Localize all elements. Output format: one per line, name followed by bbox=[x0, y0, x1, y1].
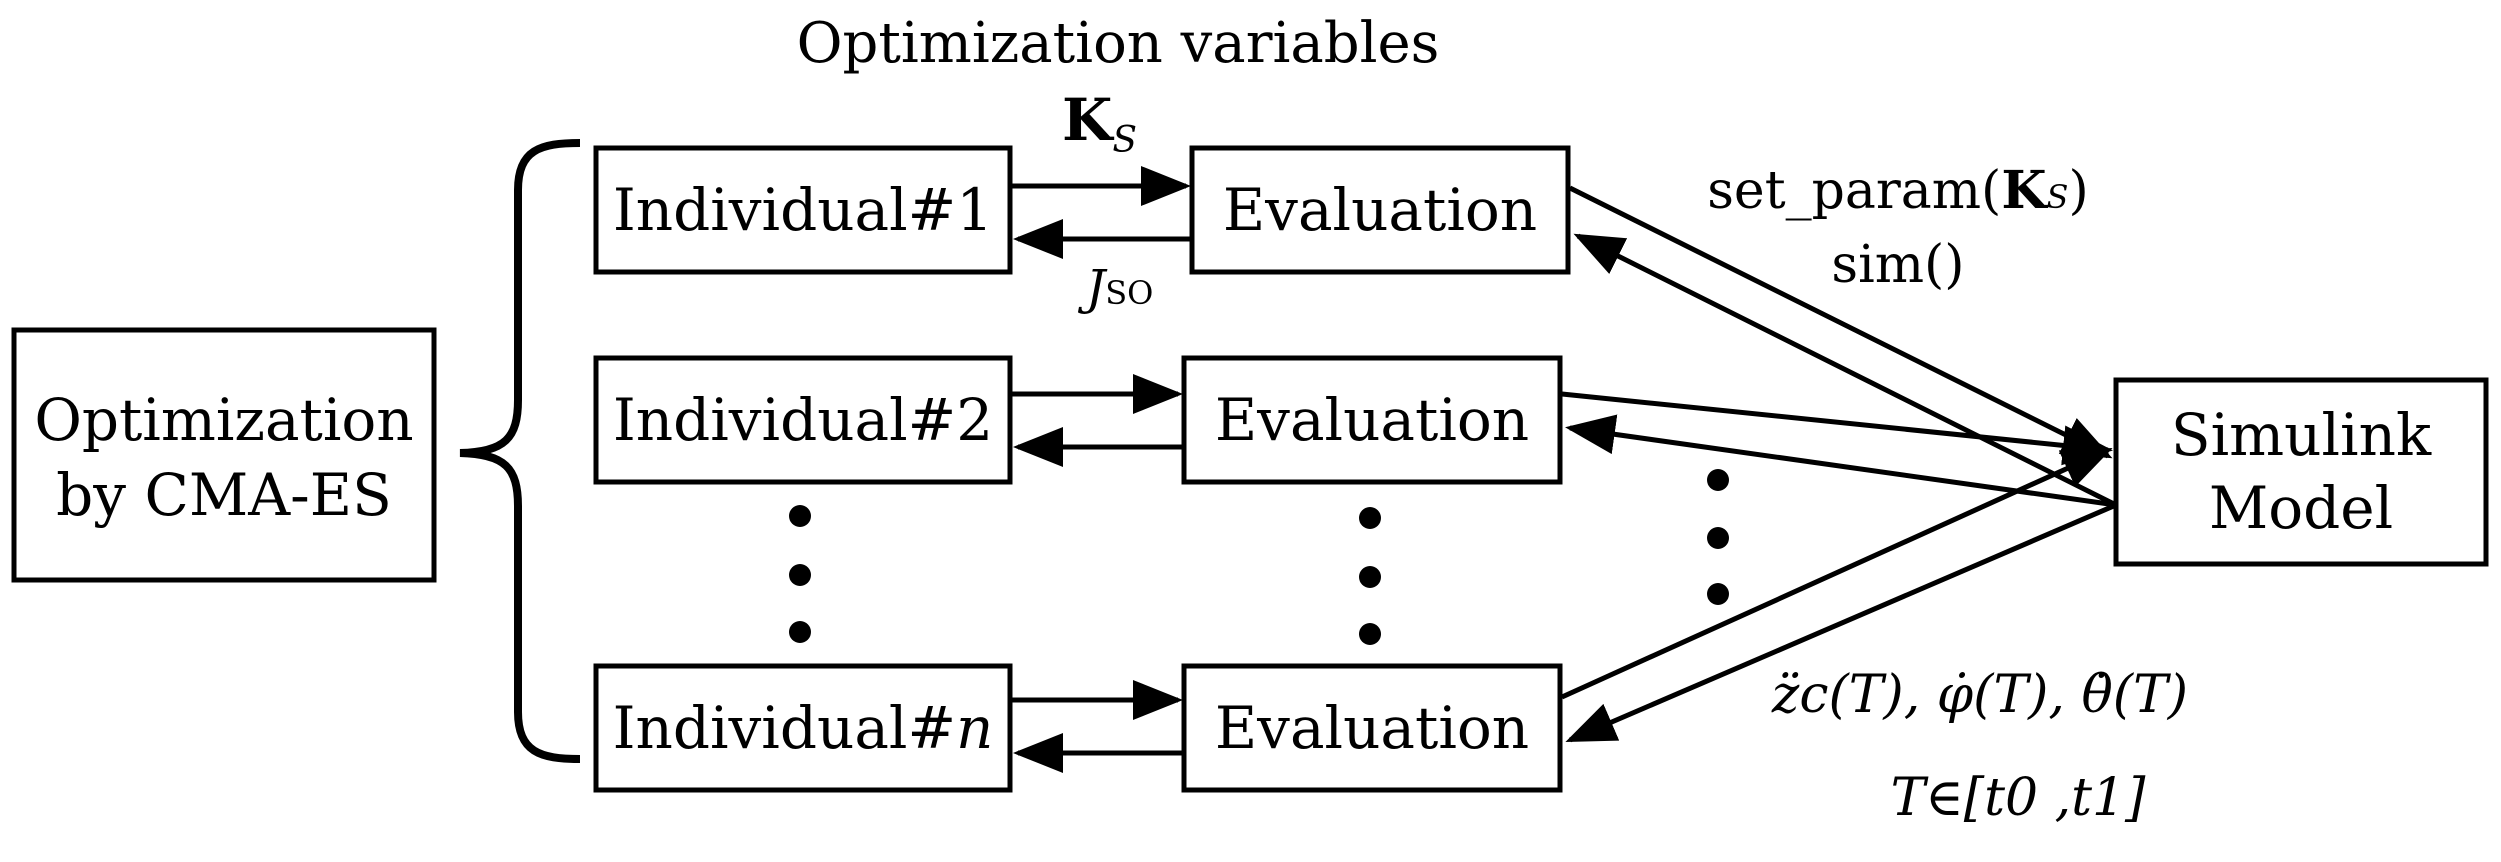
ellipsis-dot bbox=[789, 621, 811, 643]
ellipsis-dot bbox=[1359, 566, 1381, 588]
simulink-model-line1: Simulink bbox=[2171, 401, 2432, 469]
arrow-model-to-evaluation-2 bbox=[1565, 414, 2117, 508]
individual-1-label: Individual#1 bbox=[613, 176, 993, 244]
ellipsis-dot bbox=[1359, 507, 1381, 529]
evaluation-1-node: Evaluation bbox=[1189, 145, 1571, 275]
simulink-model-line2: Model bbox=[2209, 474, 2393, 542]
individual-n-label: Individual# bbox=[613, 694, 956, 762]
arrow-evaluation-1-to-model bbox=[1568, 185, 2113, 459]
individual-1-node: Individual#1 bbox=[593, 145, 1013, 275]
evaluation-2-node: Evaluation bbox=[1181, 355, 1563, 485]
individual-2-label: Individual#2 bbox=[613, 386, 993, 454]
optimizer-label-line1: Optimization bbox=[34, 386, 413, 454]
optimizer-node: Optimization by CMA-ES bbox=[11, 327, 437, 583]
ellipsis-dot bbox=[1707, 469, 1729, 491]
ellipsis-dot bbox=[1707, 583, 1729, 605]
cost-symbol: JSO bbox=[1077, 260, 1153, 316]
evaluation-n-label: Evaluation bbox=[1215, 694, 1529, 762]
evaluation-1-label: Evaluation bbox=[1223, 176, 1537, 244]
output-signals: z̈c(T), φ̇(T), θ̇(T) bbox=[1771, 665, 2188, 725]
ellipsis-dot bbox=[789, 564, 811, 586]
sim-call-line2: sim() bbox=[1831, 235, 1964, 295]
evaluation-2-label: Evaluation bbox=[1215, 386, 1529, 454]
sim-call-line1: set_param(KS) bbox=[1707, 160, 2089, 221]
time-interval: T∈[t0 ,t1] bbox=[1891, 768, 2146, 828]
ellipsis-dot bbox=[1707, 527, 1729, 549]
individual-n-index: n bbox=[956, 694, 993, 762]
individual-n-node: Individual#n bbox=[593, 663, 1013, 793]
optimization-variables-symbol: KS bbox=[1062, 86, 1137, 161]
ellipsis-dot bbox=[1359, 623, 1381, 645]
evaluation-n-node: Evaluation bbox=[1181, 663, 1563, 793]
individual-2-node: Individual#2 bbox=[593, 355, 1013, 485]
arrow-model-to-evaluation-1 bbox=[1573, 233, 2118, 508]
arrow-model-to-evaluation-n bbox=[1565, 502, 2117, 743]
svg-text:Individual#n: Individual#n bbox=[613, 694, 994, 762]
optimizer-label-line2: by CMA-ES bbox=[56, 461, 392, 529]
arrow-evaluation-2-to-model bbox=[1561, 391, 2113, 466]
ellipsis-dot bbox=[789, 505, 811, 527]
arrow-evaluation-n-to-model bbox=[1560, 447, 2113, 700]
simulink-model-node: Simulink Model bbox=[2113, 377, 2489, 567]
diagram-title: Optimization variables bbox=[797, 11, 1440, 76]
population-brace bbox=[459, 139, 581, 763]
